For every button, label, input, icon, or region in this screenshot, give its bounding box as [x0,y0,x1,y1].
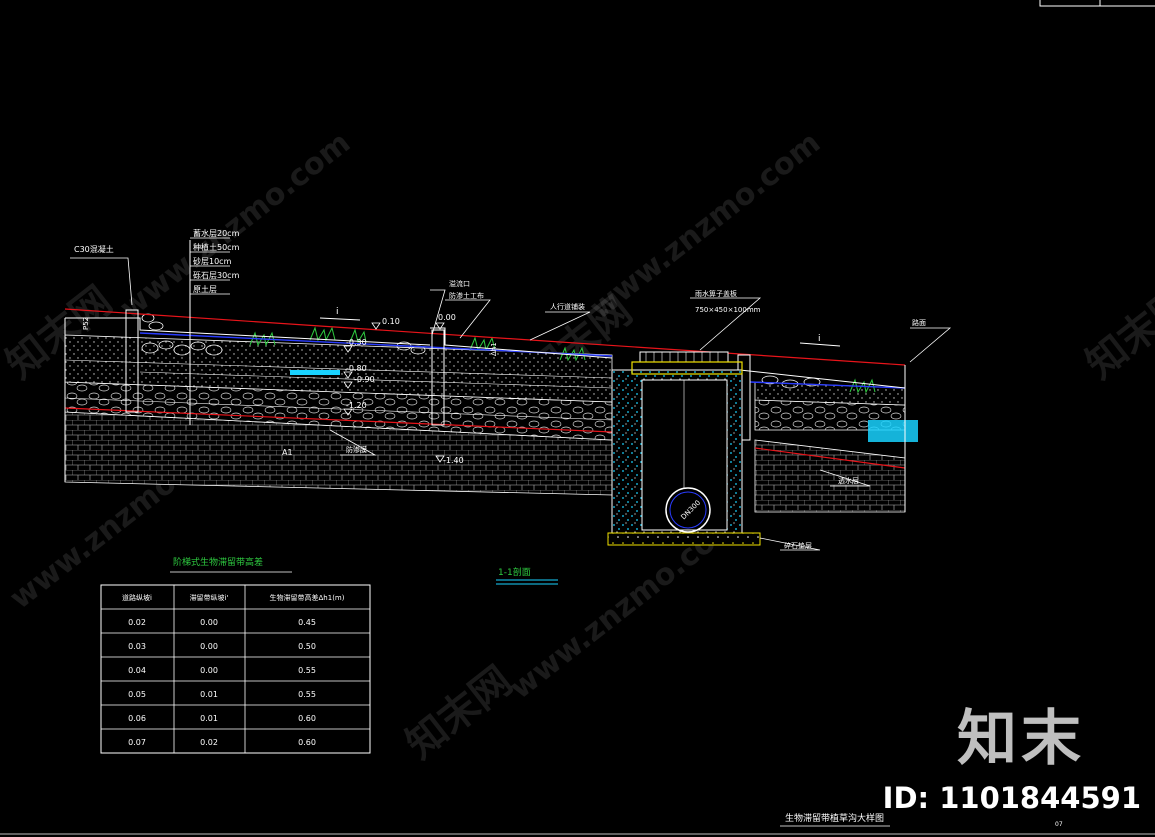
dim-p52: P52 [82,317,90,330]
drain-pipe [665,487,711,533]
label-drain-mat: 防渗土工布 [449,291,484,300]
curb-left [125,309,139,413]
table-header: 生物滞留带高差Δh1(m) [270,593,345,602]
watermark-site: www.znzmo.com [113,125,357,326]
inlet-chamber: DN300 [607,351,761,546]
label-road: 路面 [912,318,926,327]
height-table: 阶梯式生物滞留带高差 道路纵坡i 滞留带纵坡i' 生物滞留带高差Δh1(m) 0… [100,556,371,754]
table-cell: 0.50 [298,642,316,651]
cross-section: DN300 i i [64,237,952,551]
slope-left-label: i [336,307,339,317]
water-indicator [290,370,340,375]
label-layer1: 蓄水层20cm [193,228,240,238]
label-walk: 人行道铺装 [550,302,585,311]
level-080: -0.80 [346,364,367,373]
drawing-title: 生物滞留带植草沟大样图 [785,812,884,824]
slope-right-label: i [818,334,821,344]
table-cell: 0.05 [128,690,146,699]
table-cell: 0.00 [200,642,218,651]
table-cell: 0.60 [298,714,316,723]
label-grate: 雨水箅子盖板 [695,289,737,298]
table-cell: 0.02 [200,738,218,747]
table-cell: 0.07 [128,738,146,747]
watermark-cn: 知末网 [1078,278,1155,388]
table-cell: 0.02 [128,618,146,627]
page-number: 07 [1055,821,1063,828]
level-000: 0.00 [438,313,456,322]
dim-h1: Δh1 [490,342,498,356]
level-010: 0.10 [382,317,400,326]
table-cell: 0.06 [128,714,146,723]
table-cell: 0.45 [298,618,316,627]
level-090: -0.90 [354,375,375,384]
level-140: -1.40 [443,456,464,465]
table-cell: 0.55 [298,666,316,675]
table-cell: 0.55 [298,690,316,699]
design-line [64,308,906,469]
label-layer5: 原土层 [193,284,217,294]
table-header: 滞留带纵坡i' [190,593,229,602]
table-cell: 0.03 [128,642,146,651]
watermark-cn: 知末网 [398,658,521,768]
outlet-water [868,420,918,442]
grass [249,326,876,394]
label-anti: 防渗膜 [346,445,367,454]
curb-middle [431,329,445,426]
label-gravel-base: 碎石垫层 [784,541,812,550]
table-title: 阶梯式生物滞留带高差 [173,556,263,568]
grate-cover [639,351,729,363]
table-cell: 0.01 [200,690,218,699]
table-cell: 0.60 [298,738,316,747]
table-header: 道路纵坡i [122,593,152,602]
table-cell: 0.00 [200,618,218,627]
asset-id: ID: 1101844591 [882,781,1141,815]
title-block [1039,0,1155,7]
label-grate-size: 750×450×100mm [695,306,761,314]
table-cell: 0.01 [200,714,218,723]
label-layer4: 砾石层30cm [193,270,240,280]
label-layer3: 砂层10cm [193,256,232,266]
label-c30: C30混凝土 [74,244,114,254]
level-030: -0.30 [346,338,367,347]
annotations: C30混凝土 蓄水层20cm 种植土50cm 砂层10cm 砾石层30cm 原土… [0,228,1155,835]
level-120: -1.20 [346,401,367,410]
table-cell: 0.04 [128,666,146,675]
label-overflow: 溢流口 [449,279,470,288]
level-a1: A1 [282,448,293,457]
section-label: 1-1剖面 [498,566,531,578]
label-perm: 透水层 [838,476,859,485]
brand-logo: 知末 [957,704,1085,774]
label-layer2: 种植土50cm [193,242,240,252]
table-cell: 0.00 [200,666,218,675]
concrete-base [607,532,761,546]
